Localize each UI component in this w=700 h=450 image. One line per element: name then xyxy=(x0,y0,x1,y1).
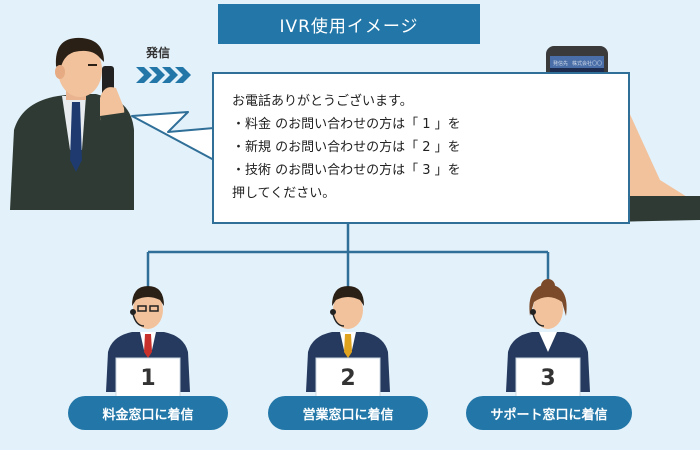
speech-bubble-tail xyxy=(131,111,215,161)
outgoing-call-label: 発信 xyxy=(146,46,171,60)
outgoing-call-arrows-icon xyxy=(136,67,191,83)
connector-lines xyxy=(146,224,550,292)
ivr-message-line: お電話ありがとうございます。 xyxy=(232,94,413,109)
desk-laptop-1 xyxy=(115,357,181,399)
desk-number-1: 1 xyxy=(140,366,156,391)
desk-laptop-2 xyxy=(315,357,381,399)
phone-screen-header-left: 発信先 xyxy=(553,60,568,67)
desk-number-2: 2 xyxy=(340,366,356,391)
ivr-message-line: 押してください。 xyxy=(232,186,336,201)
ivr-speech-bubble xyxy=(212,72,630,224)
ivr-message-line: ・料金 のお問い合わせの方は「 1 」を xyxy=(232,117,461,132)
destination-badge-billing: 料金窓口に着信 xyxy=(68,396,228,430)
ivr-message-line: ・技術 のお問い合わせの方は「 3 」を xyxy=(232,163,461,178)
caller-man-illustration xyxy=(10,37,134,210)
desk-number-3: 3 xyxy=(540,366,556,391)
page-title: IVR使用イメージ xyxy=(218,4,480,44)
ivr-message-line: ・新規 のお問い合わせの方は「 2 」を xyxy=(232,140,461,155)
destination-badge-support: サポート窓口に着信 xyxy=(466,396,632,430)
ivr-message: お電話ありがとうございます。 ・料金 のお問い合わせの方は「 1 」を ・新規 … xyxy=(232,90,461,205)
phone-screen-header-right: 株式会社〇〇 xyxy=(572,60,602,67)
destination-badge-sales: 営業窓口に着信 xyxy=(268,396,428,430)
